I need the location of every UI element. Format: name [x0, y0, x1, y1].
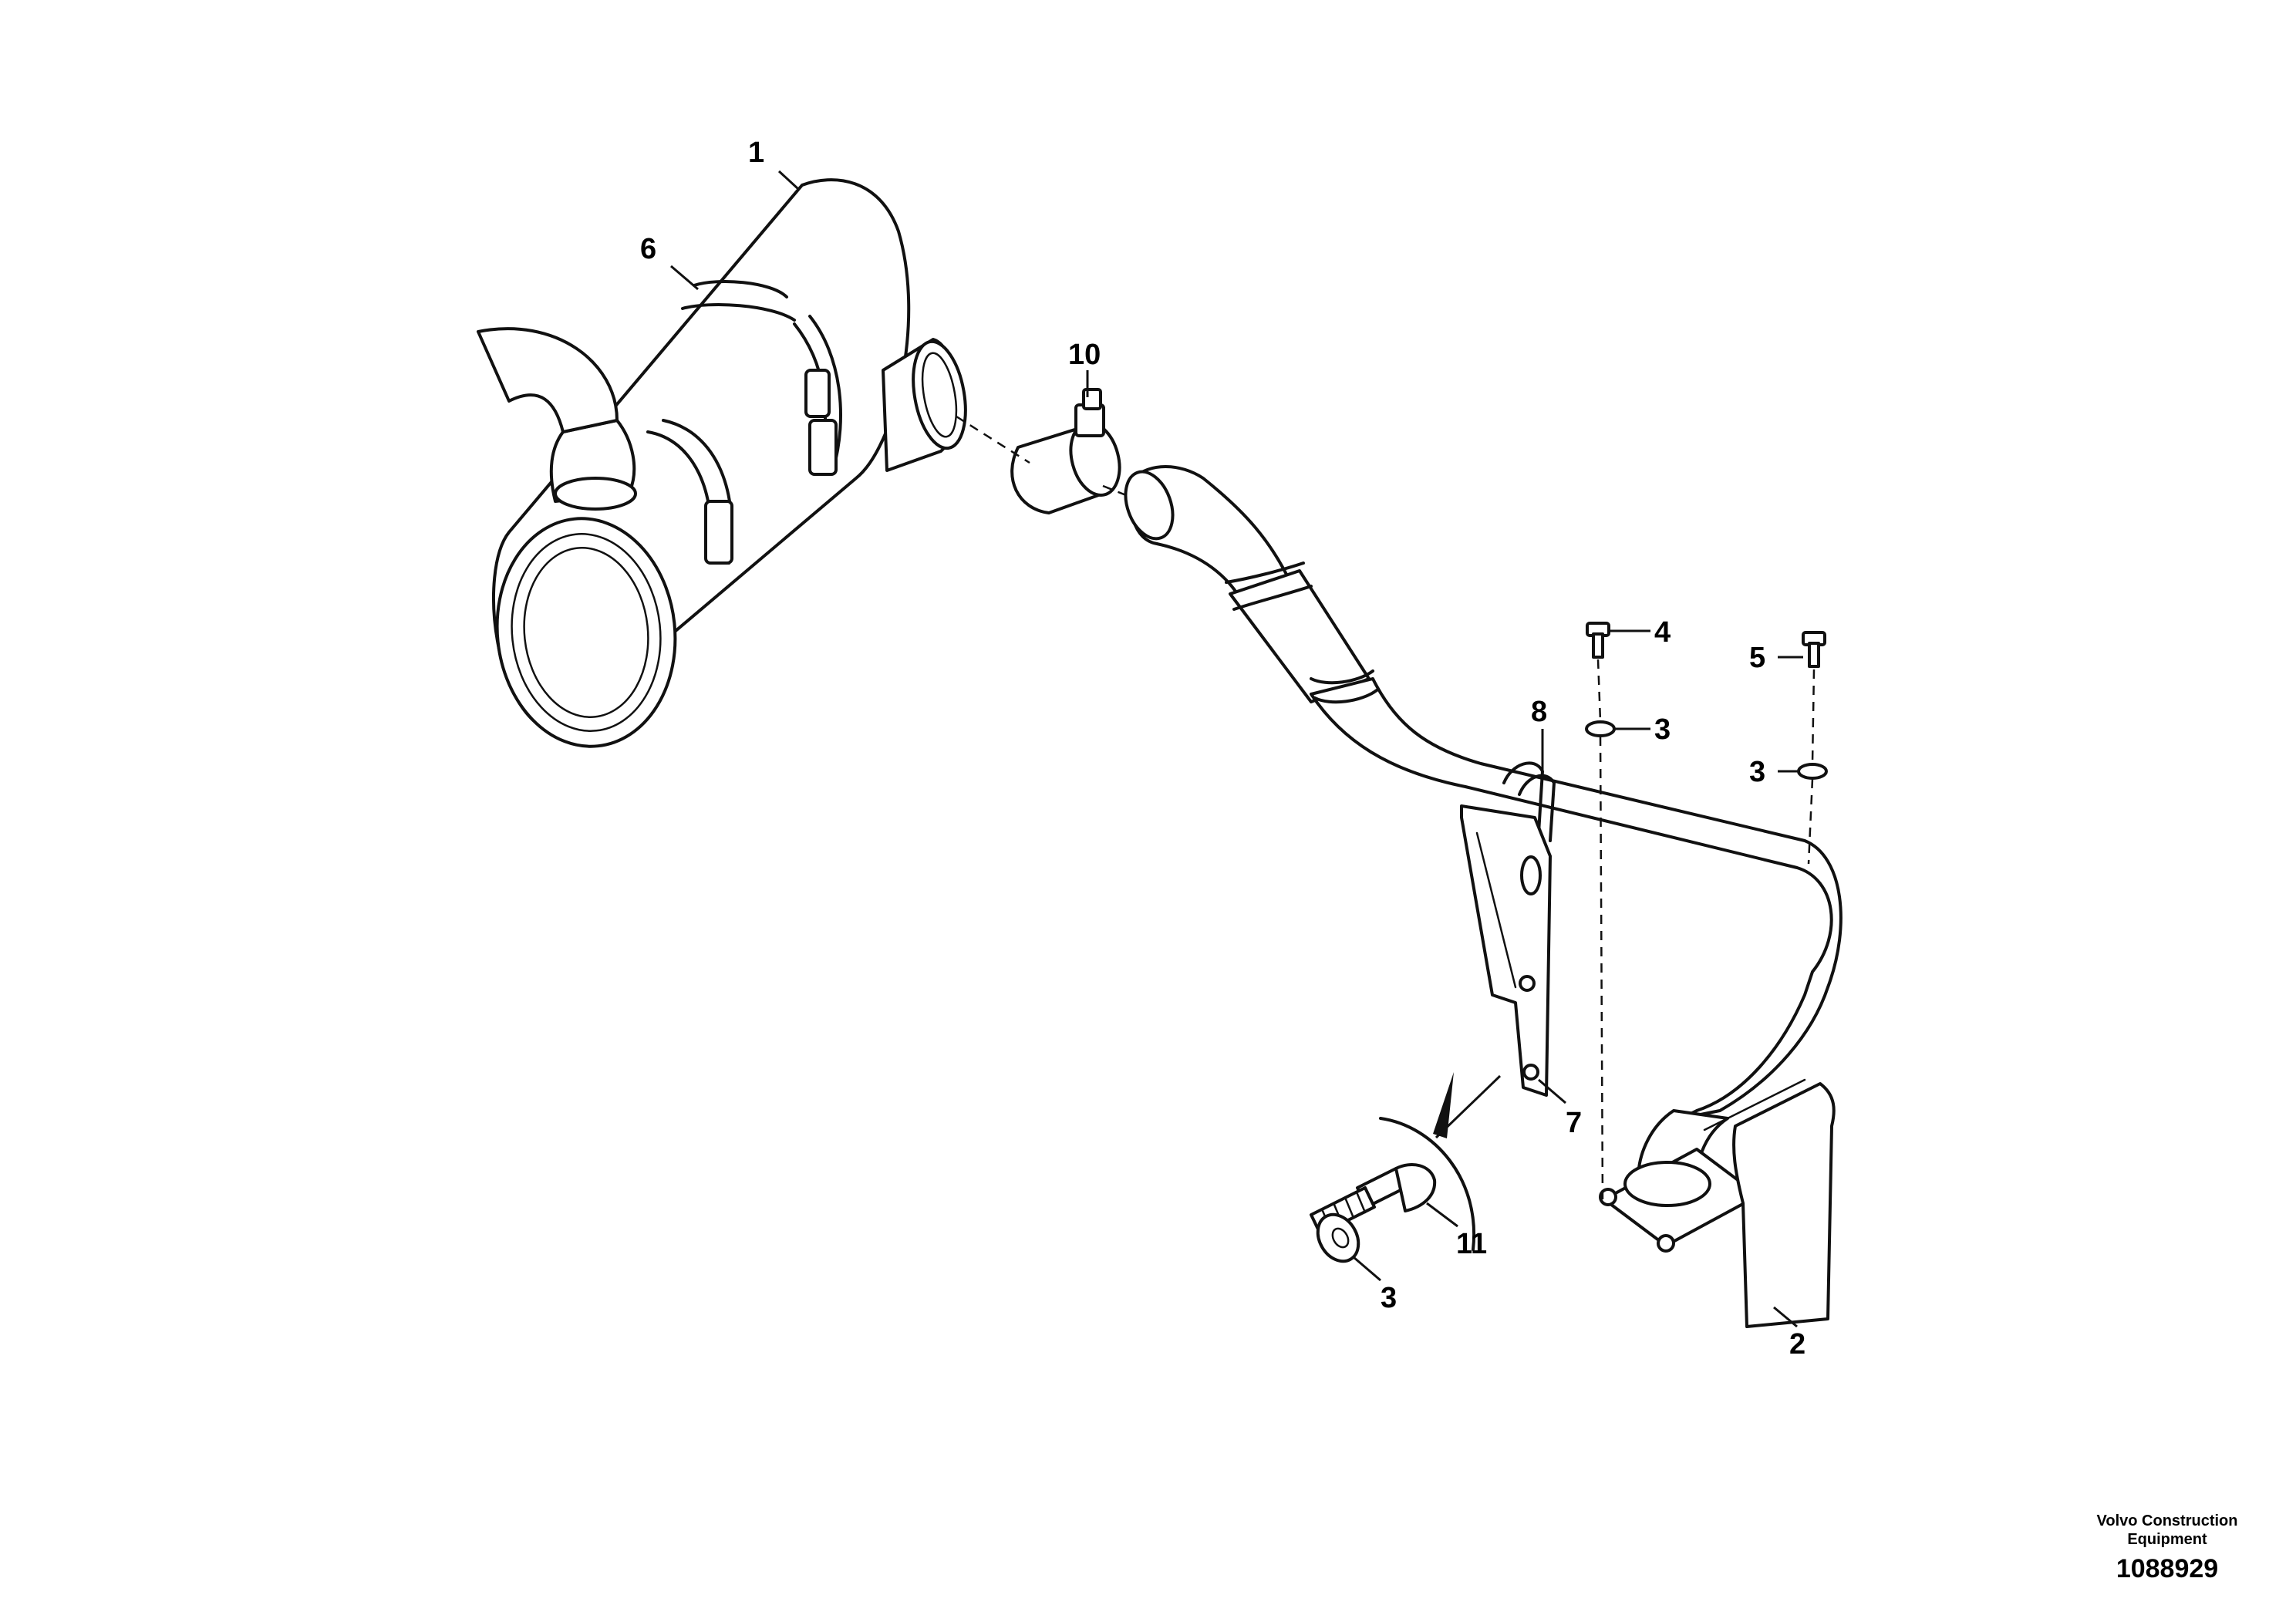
callout-3b: 3	[1749, 756, 1765, 788]
callout-3a: 3	[1654, 713, 1671, 746]
document-number: 1088929	[2116, 1554, 2219, 1583]
company-name: Volvo Construction Equipment	[2096, 1512, 2238, 1548]
callout-2: 2	[1789, 1328, 1805, 1361]
footer-block: Volvo Construction Equipment 1088929	[2067, 1512, 2267, 1586]
callout-6: 6	[640, 233, 656, 265]
washer-3a	[1585, 720, 1616, 737]
callout-11: 11	[1456, 1228, 1487, 1260]
callout-5: 5	[1749, 642, 1765, 674]
muffler	[477, 178, 967, 748]
washer-3c	[1316, 1212, 1360, 1263]
detail-view	[1379, 1072, 1502, 1251]
callout-10: 10	[1068, 339, 1101, 371]
callout-labels: 1 6 10 4 5 3 3 8 7 11 3 2	[640, 137, 1805, 1361]
outlet-flange	[1599, 1078, 1836, 1328]
pipe-clamp	[1010, 388, 1121, 514]
callout-1: 1	[748, 137, 764, 169]
callout-7: 7	[1566, 1107, 1582, 1139]
washer-3b	[1797, 763, 1828, 780]
callout-3c: 3	[1381, 1282, 1397, 1314]
bolt-5	[1802, 631, 1826, 668]
bracket	[1460, 804, 1552, 1097]
callout-4: 4	[1654, 616, 1671, 649]
callout-8: 8	[1531, 696, 1547, 728]
leader-lines	[670, 170, 1803, 1328]
bolt-4	[1586, 622, 1610, 659]
exhaust-pipe	[1124, 465, 1843, 1197]
